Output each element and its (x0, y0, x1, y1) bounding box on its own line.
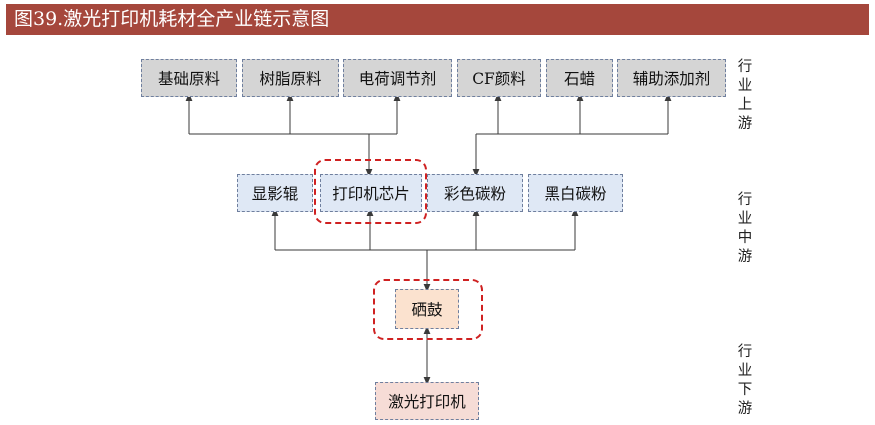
highlight-frame-printer-chip (314, 159, 427, 224)
upstream-box-base-materials: 基础原料 (141, 59, 237, 97)
upstream-box-resin: 树脂原料 (242, 59, 339, 97)
highlight-frame-drum (373, 279, 483, 340)
midstream-box-developer-roller: 显影辊 (237, 174, 313, 212)
upstream-box-cf-pigment: CF颜料 (457, 59, 541, 97)
figure-title: 图39.激光打印机耗材全产业链示意图 (6, 4, 869, 35)
midstream-box-mono-toner: 黑白碳粉 (528, 174, 623, 212)
side-label-midstream: 行 业 中 游 (737, 192, 753, 265)
side-label-downstream: 行 业 下 游 (737, 344, 753, 417)
midstream-box-printer-chip: 打印机芯片 (320, 174, 422, 212)
side-label-upstream: 行 业 上 游 (737, 59, 753, 132)
upstream-box-paraffin: 石蜡 (546, 59, 613, 97)
drum-box: 硒鼓 (395, 289, 459, 329)
upstream-box-charge-control-agent: 电荷调节剂 (343, 59, 452, 97)
upstream-box-additives: 辅助添加剂 (617, 59, 726, 97)
laser-printer-box: 激光打印机 (375, 382, 479, 420)
midstream-box-color-toner: 彩色碳粉 (427, 174, 523, 212)
